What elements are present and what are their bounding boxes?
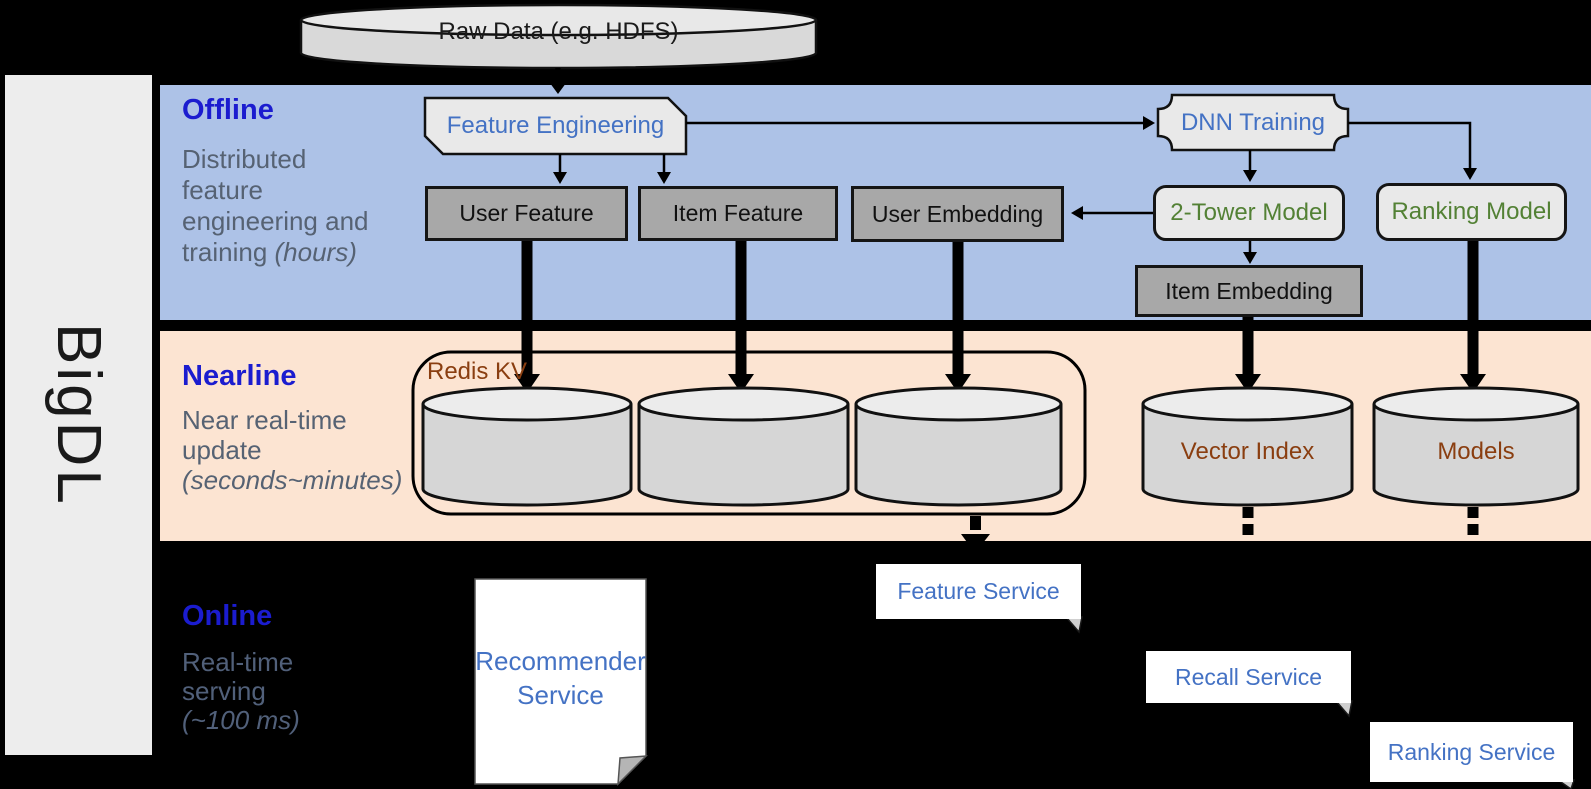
arrow-itemfeature-to-kv xyxy=(728,241,754,393)
raw-data-label: Raw Data (e.g. HDFS) xyxy=(438,18,679,45)
recommender-service-doc xyxy=(474,578,648,786)
arrow-dnn-to-twotower xyxy=(1243,150,1257,182)
offline-title: Offline xyxy=(182,94,274,126)
ranking-service-box: Ranking Service xyxy=(1370,722,1573,782)
bigdl-brand-label: BigDL xyxy=(44,323,113,507)
nearline-label-group: Nearline Near real-time update (seconds~… xyxy=(182,360,402,495)
vector-index-label: Vector Index xyxy=(1180,438,1315,465)
dnn-training-label: DNN Training xyxy=(1180,108,1326,136)
arrow-fe-to-itemfeature xyxy=(657,154,671,184)
arrow-vectorindex-to-recallservice xyxy=(1242,507,1254,535)
models-label: Models xyxy=(1437,438,1515,465)
vector-index-cylinder xyxy=(1141,386,1354,507)
raw-data-cylinder xyxy=(299,3,818,70)
kv-cylinder-1 xyxy=(421,386,633,507)
arrow-userembedding-to-kv xyxy=(945,241,971,393)
redis-kv-label: Redis KV xyxy=(427,358,528,385)
item-embedding-box: Item Embedding xyxy=(1135,265,1363,317)
arrow-rankingmodel-to-models xyxy=(1460,241,1486,393)
arrow-models-to-rankingservice xyxy=(1467,507,1479,535)
feature-service-fold xyxy=(1064,616,1083,634)
arrow-fe-to-userfeature xyxy=(553,154,567,184)
redis-kv-container xyxy=(411,350,1087,516)
arrow-kv-to-featureservice xyxy=(961,516,990,553)
kv-cylinder-2 xyxy=(637,386,850,507)
two-tower-model-box: 2-Tower Model xyxy=(1153,185,1345,241)
item-feature-box: Item Feature xyxy=(638,186,838,241)
nearline-description: Near real-time update (seconds~minutes) xyxy=(182,405,403,495)
online-title: Online xyxy=(182,600,273,632)
offline-label-group: Offline Distributed feature engineering … xyxy=(182,94,369,268)
feature-service-box: Feature Service xyxy=(876,564,1081,619)
arrow-rawdata-to-fe xyxy=(547,68,569,94)
nearline-title: Nearline xyxy=(182,360,297,392)
feature-engineering-label: Feature Engineering xyxy=(446,112,665,139)
recall-service-fold xyxy=(1334,700,1353,718)
arrow-twotower-to-itemembedding xyxy=(1243,241,1257,264)
ranking-model-box: Ranking Model xyxy=(1376,183,1567,241)
models-cylinder xyxy=(1372,386,1580,507)
kv-cylinder-3 xyxy=(854,386,1063,507)
arrow-dnn-to-rankingmodel xyxy=(1348,121,1477,180)
recall-service-box: Recall Service xyxy=(1146,651,1351,703)
feature-engineering-shape xyxy=(423,96,688,156)
user-feature-box: User Feature xyxy=(425,186,628,241)
arrow-twotower-to-userembedding xyxy=(1071,206,1153,220)
bigdl-sidebar: BigDL xyxy=(5,75,152,755)
arrow-fe-to-dnn xyxy=(686,116,1155,130)
online-description: Real-time serving (~100 ms) xyxy=(182,647,300,735)
dnn-training-shape xyxy=(1156,93,1350,152)
user-embedding-box: User Embedding xyxy=(851,186,1064,242)
online-label-group: Online Real-time serving (~100 ms) xyxy=(182,600,300,735)
recommender-service-label: Recommender Service xyxy=(475,646,646,710)
offline-description: Distributed feature engineering and trai… xyxy=(182,144,369,267)
arrow-itemembedding-to-vectorindex xyxy=(1235,317,1261,393)
